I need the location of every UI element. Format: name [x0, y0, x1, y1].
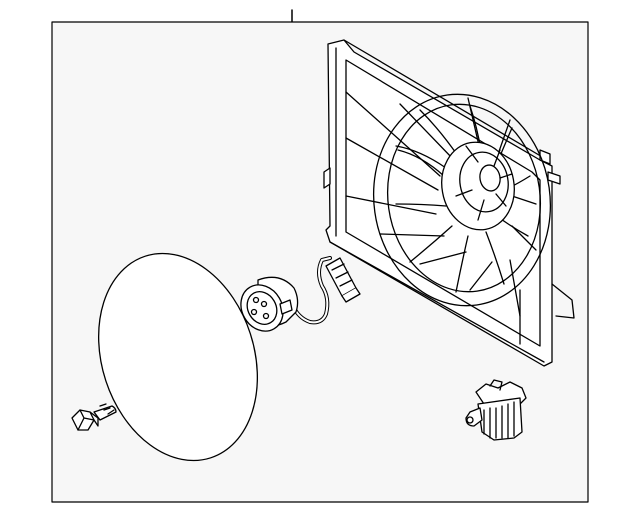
resistor-icon [465, 379, 527, 441]
motor-icon [240, 276, 299, 332]
wire-harness-icon [290, 256, 361, 325]
fan-blade-icon [372, 93, 552, 307]
fan-shroud-icon [323, 39, 575, 367]
bolt-icon [71, 403, 117, 431]
cover-disc-icon [97, 252, 259, 462]
